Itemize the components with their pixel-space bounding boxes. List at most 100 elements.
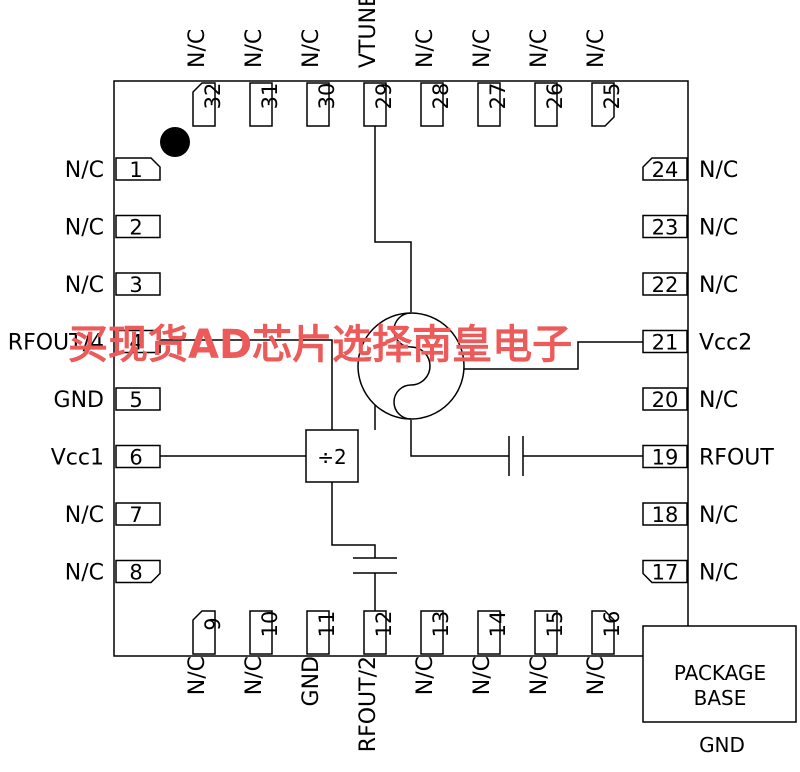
pin-22-label: N/C bbox=[699, 273, 738, 298]
pin-13: 13N/C bbox=[413, 610, 453, 695]
pin-26-number: 26 bbox=[543, 83, 567, 110]
pin-26-label: N/C bbox=[527, 29, 552, 68]
pin-19-number: 19 bbox=[652, 446, 679, 470]
pin-9-label: N/C bbox=[185, 656, 210, 695]
pin-14-number: 14 bbox=[486, 611, 510, 638]
pin-31-label: N/C bbox=[242, 29, 267, 68]
pin-14: 14N/C bbox=[470, 610, 510, 695]
vco-symbol bbox=[357, 312, 465, 420]
package-base-line1: PACKAGE bbox=[674, 661, 766, 685]
pin-22-number: 22 bbox=[652, 273, 679, 297]
pin-29-label: VTUNE bbox=[356, 0, 381, 68]
pin1-indicator-dot bbox=[160, 127, 190, 157]
pin-21-number: 21 bbox=[652, 331, 679, 355]
package-base-line2: BASE bbox=[694, 686, 747, 710]
pin-16-pad bbox=[591, 610, 615, 655]
pin-30-label: N/C bbox=[299, 29, 324, 68]
pin-31-pad bbox=[249, 82, 273, 127]
pin-22-pad bbox=[642, 272, 688, 296]
pin-16: 16N/C bbox=[584, 610, 624, 695]
pin-10-pad bbox=[249, 610, 273, 655]
pin-26: 26 N/C bbox=[527, 29, 567, 127]
pin-19-label: RFOUT bbox=[699, 446, 774, 471]
pin-27-label: N/C bbox=[470, 29, 495, 68]
pin-28-pad bbox=[420, 82, 444, 127]
pin-29-pad bbox=[363, 82, 387, 127]
pin-24-number: 24 bbox=[652, 158, 679, 182]
pin-32: 32N/C bbox=[185, 29, 225, 127]
pin-30-number: 30 bbox=[315, 83, 339, 110]
pin-28: 28 N/C bbox=[413, 29, 453, 127]
pin-10-label: N/C bbox=[242, 656, 267, 695]
pin-11-label: GND bbox=[299, 656, 324, 706]
pin-9: 9N/C bbox=[185, 610, 225, 695]
pin-21: 21 Vcc2 bbox=[642, 329, 752, 356]
watermark-text: 买现货AD芯片选择南皇电子 bbox=[68, 322, 572, 368]
sine-wave-icon bbox=[393, 312, 431, 420]
pin-4-number: 4 bbox=[129, 331, 142, 355]
pin-11-pad bbox=[306, 610, 330, 655]
pin-17-number: 17 bbox=[652, 561, 679, 585]
pin-7-pad bbox=[115, 502, 161, 526]
pin-21-label: Vcc2 bbox=[699, 331, 752, 356]
pin-8-number: 8 bbox=[129, 561, 142, 585]
pin-8-label: N/C bbox=[65, 561, 104, 586]
rfout4-trace bbox=[160, 339, 333, 430]
pin-27-pad bbox=[477, 82, 501, 127]
pin-4: 4 RFOUT/4 bbox=[8, 329, 161, 356]
pin-24: 24 N/C bbox=[642, 157, 738, 183]
capacitor-rfout2 bbox=[353, 557, 397, 574]
pin-6-number: 6 bbox=[129, 446, 142, 470]
pin-16-number: 16 bbox=[600, 611, 624, 638]
pin-7-number: 7 bbox=[129, 503, 142, 527]
pin-1-label: N/C bbox=[65, 158, 104, 183]
pin-12-label: RFOUT/2 bbox=[356, 656, 381, 752]
pin-16-label: N/C bbox=[584, 656, 609, 695]
pin-17-pad bbox=[642, 559, 688, 584]
vcc2-trace bbox=[462, 341, 643, 370]
pin-24-label: N/C bbox=[699, 158, 738, 183]
pin-28-number: 28 bbox=[429, 83, 453, 110]
pin-10-number: 10 bbox=[258, 611, 282, 638]
pin-19-pad bbox=[642, 444, 688, 469]
pin-14-label: N/C bbox=[470, 656, 495, 695]
pin-10: 10N/C bbox=[242, 610, 282, 695]
package-base-gnd-label: GND bbox=[699, 733, 745, 757]
pin-22: 22 N/C bbox=[642, 272, 738, 298]
pin-2-number: 2 bbox=[129, 216, 142, 240]
pin-6-pad bbox=[115, 444, 161, 469]
pin-25-pad bbox=[591, 82, 615, 127]
pin-8-pad bbox=[115, 559, 161, 584]
pin-9-pad bbox=[192, 610, 216, 655]
rfout2-trace bbox=[331, 482, 376, 558]
pin-15-number: 15 bbox=[543, 611, 567, 638]
pin-6-label: Vcc1 bbox=[51, 446, 104, 471]
pin-9-number: 9 bbox=[201, 617, 225, 630]
pin-24-pad bbox=[642, 157, 688, 181]
pin-2-label: N/C bbox=[65, 216, 104, 241]
pin-15-label: N/C bbox=[527, 656, 552, 695]
pin-32-label: N/C bbox=[185, 29, 210, 68]
pin-6: 6 Vcc1 bbox=[51, 444, 161, 471]
pin-8: 8 N/C bbox=[65, 559, 161, 586]
pin-5-pad bbox=[115, 387, 161, 411]
pin-7: 7N/C bbox=[65, 502, 161, 528]
pin-26-pad bbox=[534, 82, 558, 127]
package-body bbox=[113, 80, 689, 657]
pin-group: 1N/C2N/C3N/C4RFOUT/45GND6Vcc17N/C8N/C9N/… bbox=[8, 0, 775, 752]
pin-13-pad bbox=[420, 610, 444, 655]
pin-4-label: RFOUT/4 bbox=[8, 331, 104, 356]
pin-3: 3N/C bbox=[65, 272, 161, 298]
pin-27: 27N/C bbox=[470, 29, 510, 127]
pin-23-pad bbox=[642, 214, 688, 239]
pin-2-pad bbox=[115, 214, 161, 239]
pin-3-number: 3 bbox=[129, 273, 142, 297]
pin-28-label: N/C bbox=[413, 29, 438, 68]
